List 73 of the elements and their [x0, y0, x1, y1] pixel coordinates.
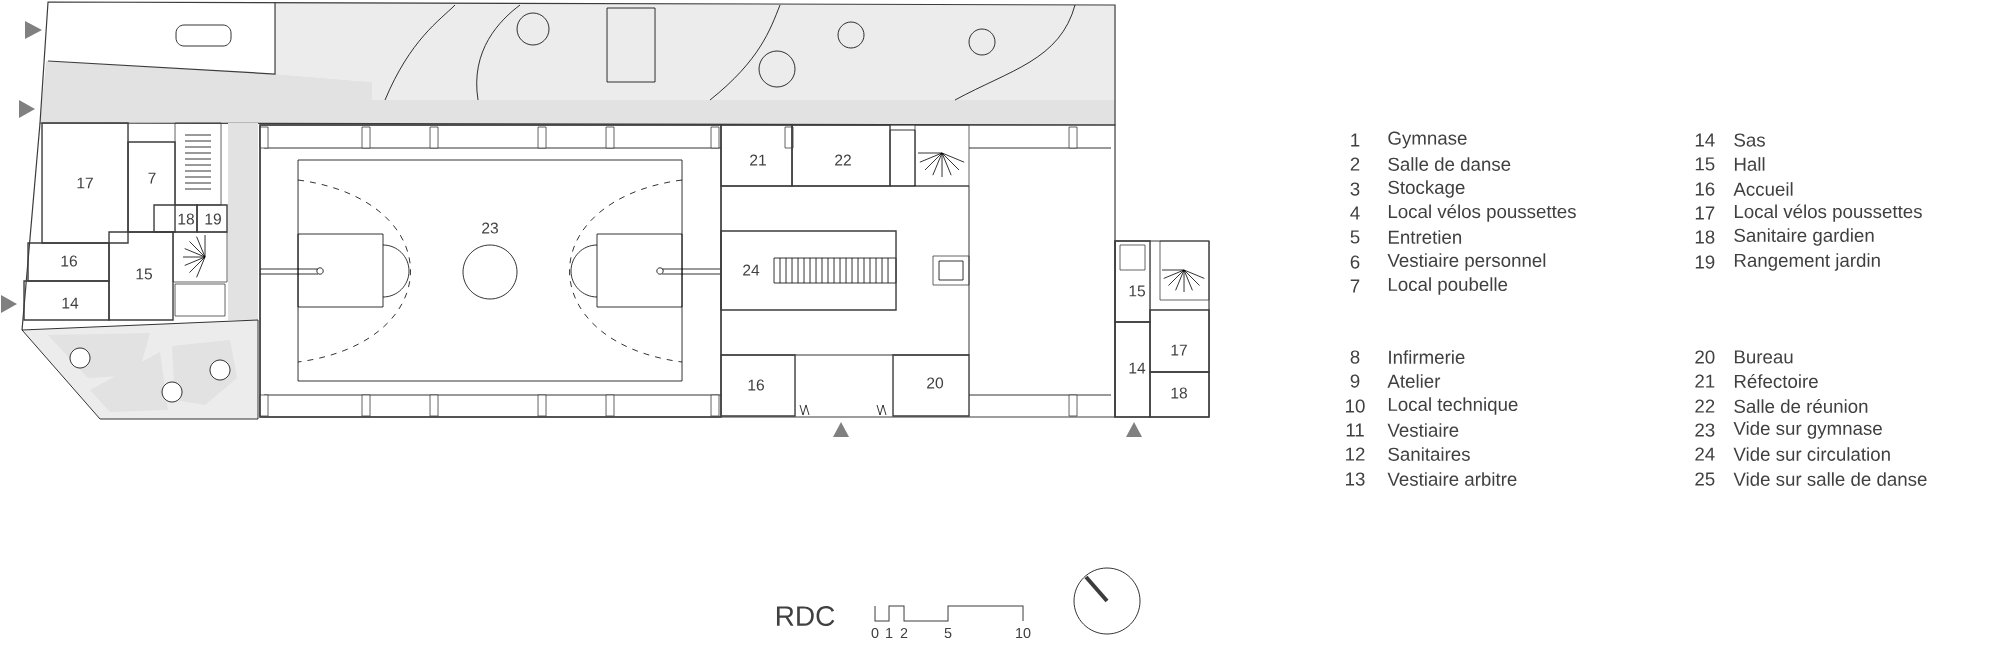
legend-number: 22	[1695, 399, 1715, 413]
scale-label: 1	[886, 628, 893, 638]
room: 14	[1114, 321, 1151, 418]
legend-text: Local technique	[1388, 397, 1518, 415]
legend-text: Salle de réunion	[1734, 399, 1868, 413]
legend-number: 11	[1346, 423, 1364, 437]
legend-text: Vide sur circulation	[1733, 447, 1890, 461]
legend-number: 12	[1346, 447, 1365, 461]
legend-text: Atelier	[1387, 374, 1441, 388]
legend-text: Vestiaire	[1387, 423, 1459, 437]
legend-text: Rangement jardin	[1734, 253, 1880, 271]
room: 23	[259, 124, 722, 418]
legend-number: 21	[1695, 374, 1715, 388]
legend-number: 23	[1695, 423, 1715, 437]
legend-text: Bureau	[1734, 350, 1793, 364]
legend-text: Hall	[1734, 157, 1765, 171]
legend-number: 3	[1350, 182, 1360, 196]
legend-number: 8	[1350, 350, 1360, 364]
legend-text: Local poubelle	[1388, 277, 1508, 295]
legend-number: 19	[1695, 255, 1715, 269]
legend-text: Infirmerie	[1389, 350, 1465, 364]
legend-text: Sas	[1734, 133, 1765, 147]
legend-text: Vide sur gymnase	[1733, 421, 1882, 439]
room: 16	[720, 354, 796, 417]
legend-number: 16	[1695, 182, 1715, 196]
legend-number: 13	[1346, 472, 1365, 486]
legend-text: Réfectoire	[1734, 374, 1818, 388]
room: 17	[1149, 309, 1210, 373]
legend-number: 24	[1695, 447, 1715, 461]
room: 15	[108, 231, 174, 321]
legend-number: 4	[1350, 206, 1360, 220]
legend-number: 15	[1695, 157, 1715, 171]
legend-number: 20	[1695, 350, 1715, 364]
room: 18	[1149, 371, 1210, 418]
room: 14	[23, 280, 110, 321]
scale-label: 5	[944, 628, 952, 638]
scale-label: 0	[871, 627, 879, 639]
room: 17	[41, 122, 129, 244]
legend-number: 14	[1695, 133, 1715, 147]
plan-title: RDC	[777, 606, 835, 626]
legend-number: 18	[1695, 230, 1715, 244]
room: 20	[892, 354, 970, 417]
legend-text: Stockage	[1388, 180, 1465, 198]
legend-text: Vestiaire personnel	[1387, 253, 1546, 271]
scale-label: 2	[900, 628, 908, 639]
room: 16	[27, 242, 110, 282]
legend-number: 6	[1350, 255, 1360, 269]
legend-number: 1	[1351, 133, 1360, 147]
scale-label: 10	[1016, 627, 1031, 639]
legend-text: Sanitaire gardien	[1734, 228, 1874, 246]
legend-number: 5	[1350, 230, 1360, 244]
legend-text: Vide sur salle de danse	[1733, 472, 1927, 486]
legend-text: Vestiaire arbitre	[1387, 472, 1517, 486]
legend-text: Local vélos poussettes	[1388, 204, 1576, 222]
room: 21	[720, 124, 793, 187]
legend-number: 7	[1350, 279, 1360, 293]
legend-text: Local vélos poussettes	[1734, 204, 1922, 222]
legend-number: 25	[1695, 472, 1715, 486]
room: 19	[196, 204, 228, 233]
legend-text: Gymnase	[1388, 131, 1467, 149]
legend-number: 17	[1695, 206, 1715, 220]
room: 22	[791, 124, 891, 187]
legend-number: 9	[1350, 374, 1360, 388]
legend-number: 10	[1346, 399, 1365, 413]
room: 15	[1114, 240, 1151, 323]
room: 24	[720, 230, 897, 311]
room: 7	[127, 141, 176, 233]
legend-text: Salle de danse	[1388, 157, 1511, 171]
room: 18	[153, 204, 198, 233]
legend-text: Sanitaires	[1388, 447, 1470, 461]
legend-number: 2	[1350, 157, 1360, 171]
legend-text: Entretien	[1388, 230, 1462, 244]
legend-text: Accueil	[1733, 182, 1793, 196]
